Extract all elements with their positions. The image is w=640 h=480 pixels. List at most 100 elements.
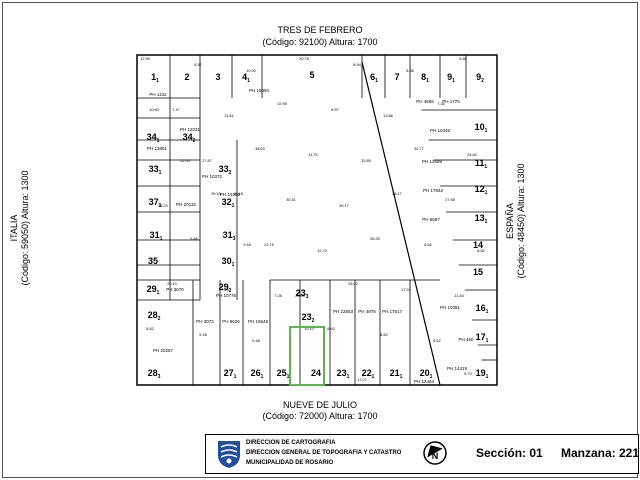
- ph-label: PH 6687: [422, 217, 440, 222]
- dimension-label: 21.84: [454, 294, 464, 298]
- dimension-label: 9.48: [199, 333, 206, 337]
- lot-number: 7: [394, 72, 399, 82]
- lot-number: 2: [184, 72, 189, 82]
- ph-label: PH 6626: [222, 319, 240, 324]
- ph-label: PH 10372: [202, 174, 223, 179]
- lot-number: 91: [447, 72, 455, 84]
- ph-label: PH 1770: [442, 99, 460, 104]
- north-arrow-icon: N: [423, 441, 447, 465]
- dimension-label: 7.28: [221, 288, 228, 292]
- diagonal-boundary: [361, 61, 441, 386]
- ph-label: PH 3072: [196, 319, 214, 324]
- lot-number: 111: [475, 158, 488, 170]
- lot-number: 331: [149, 164, 162, 176]
- dimension-label: 27.87: [202, 159, 212, 163]
- ph-label: PH 20257: [153, 348, 174, 353]
- dimension-label: 8.86: [459, 57, 466, 61]
- dimension-label: 13.86: [383, 114, 393, 118]
- lot-number: 341: [147, 132, 160, 144]
- north-label: N: [432, 451, 439, 461]
- dimension-label: 9.48: [243, 243, 250, 247]
- ph-label: PH 17842: [423, 188, 444, 193]
- lot-number: 211: [390, 368, 403, 380]
- dimension-label: 8.62: [146, 327, 153, 331]
- lot-number: 271: [224, 368, 237, 380]
- dimension-label: 25.23: [158, 204, 168, 208]
- dimension-label: 8.62: [424, 243, 431, 247]
- ph-label: PH 19549: [248, 319, 269, 324]
- ph-label: PH 10345: [430, 128, 451, 133]
- lot-number: 5: [309, 70, 314, 80]
- lot-number: 171: [476, 332, 489, 344]
- ph-label: PH 10391: [440, 305, 461, 310]
- dimension-label: 30.31: [286, 198, 296, 202]
- dimension-label: 12.95: [140, 57, 150, 61]
- dimension-label: 8.57: [331, 108, 338, 112]
- street-bottom-name: NUEVE DE JULIO: [282, 400, 358, 410]
- lot-number: 251: [277, 368, 290, 380]
- dimension-label: 27.58: [445, 198, 455, 202]
- dimension-label: 30.17: [339, 204, 349, 208]
- lot-number: 11: [151, 72, 159, 84]
- ph-label: PH 20115: [176, 202, 196, 207]
- lot-number: 131: [475, 213, 488, 225]
- lot-number: 81: [421, 72, 429, 84]
- lot-number: 201: [420, 368, 433, 380]
- street-bottom-code: (Código: 72000) Altura: 1700: [262, 411, 378, 421]
- dimension-label: 9.48: [190, 237, 197, 241]
- dimension-label: 19.18: [233, 192, 243, 196]
- lot-number: 232: [302, 312, 315, 324]
- ph-label: PH 4978: [358, 309, 376, 314]
- ph-label: PH 12494: [414, 379, 435, 384]
- street-top-name: TRES DE FEBRERO: [277, 25, 363, 35]
- lot-number: 321: [222, 197, 235, 209]
- lot-number: 121: [475, 184, 488, 196]
- ph-label: PH 15396: [220, 192, 241, 197]
- lot-number: 161: [476, 303, 489, 315]
- dimension-label: 28.17: [392, 192, 402, 196]
- ph-label: PH 3670: [166, 287, 184, 292]
- dimension-label: 10.60: [149, 108, 159, 112]
- dimension-label: 22.04: [180, 159, 190, 163]
- lot-number: 41: [242, 72, 250, 84]
- lot-number: 233: [296, 288, 309, 300]
- lot-number: 61: [370, 72, 378, 84]
- ph-label: PH 14419: [447, 366, 468, 371]
- footer-line-1: DIRECCION DE CARTOGRAFIA: [246, 440, 336, 446]
- dimension-label: 9.48: [252, 339, 259, 343]
- lot-number: 371: [149, 197, 162, 209]
- ph-label: PH 12031: [180, 127, 201, 132]
- street-top-code: (Código: 92100) Altura: 1700: [262, 37, 378, 47]
- dimension-label: 25.33: [211, 192, 221, 196]
- dimension-label: 8.62: [380, 333, 387, 337]
- title-block: DIRECCION DE CARTOGRAFIA DIRECCION GENER…: [205, 434, 639, 474]
- lot-number: 311: [150, 230, 163, 242]
- dimension-label: 17.07: [357, 378, 367, 382]
- lot-number: 301: [222, 256, 235, 268]
- lot-number: 332: [219, 164, 232, 176]
- manzana-label: Manzana: 221: [561, 446, 640, 460]
- lot-number: 291: [147, 284, 160, 296]
- dimension-label: 22.75: [264, 243, 274, 247]
- ph-label: PH 450: [458, 337, 474, 342]
- lot-number: 221: [362, 368, 375, 380]
- dimension-label: 30.78: [299, 57, 309, 61]
- lot-number: 92: [476, 72, 484, 84]
- ph-label: PH 13851: [147, 146, 168, 151]
- dimension-label: 7.28: [274, 294, 281, 298]
- dimension-label: 17.24: [401, 288, 411, 292]
- dimension-label: 32.77: [414, 147, 424, 151]
- dimension-label: 8.57: [194, 63, 201, 67]
- dimension-label: 33.85: [361, 159, 371, 163]
- dimension-label: 12.98: [277, 102, 287, 106]
- dimension-label: 8.62: [433, 339, 440, 343]
- dimension-label: 8.62: [327, 327, 334, 331]
- lot-number: 15: [473, 267, 483, 277]
- dimension-label: 38.00: [255, 147, 265, 151]
- lot-number: 191: [476, 368, 489, 380]
- ph-label: PH 22553: [333, 309, 354, 314]
- ph-label: PH 4668: [416, 99, 434, 104]
- lot-number: 313: [223, 230, 236, 242]
- footer-line-3: MUNICIPALIDAD DE ROSARIO: [246, 460, 334, 466]
